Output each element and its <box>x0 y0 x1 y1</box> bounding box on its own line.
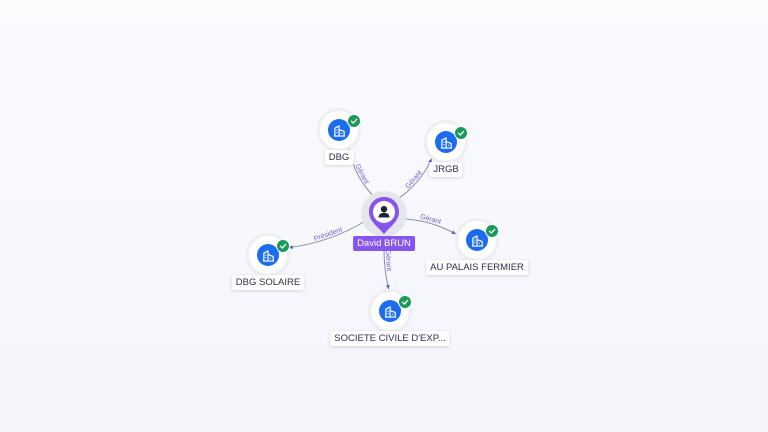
building-icon <box>333 124 345 137</box>
relation-label: Gérant <box>384 250 392 272</box>
verified-badge <box>347 114 361 128</box>
relation-label: Gérant <box>404 169 423 190</box>
check-icon <box>350 118 358 124</box>
verified-badge <box>398 295 412 309</box>
building-icon <box>471 234 483 247</box>
relation-label: Gérant <box>419 213 442 226</box>
company-icon-button[interactable] <box>458 221 496 259</box>
company-name-label[interactable]: DBG SOLAIRE <box>231 275 305 290</box>
relation-edge <box>288 219 368 249</box>
verified-badge <box>454 126 468 140</box>
company-name-label[interactable]: DBG <box>324 150 354 165</box>
check-icon <box>457 130 465 136</box>
edge-arrowhead <box>288 245 293 250</box>
verified-badge <box>485 224 499 238</box>
company-name-label[interactable]: JRGB <box>429 162 463 177</box>
person-name-label[interactable]: David BRUN <box>353 236 415 251</box>
building-icon <box>384 305 396 318</box>
edge-arrowhead <box>385 284 390 290</box>
building-icon <box>262 249 274 262</box>
check-icon <box>488 228 496 234</box>
person-icon[interactable] <box>367 196 401 236</box>
check-icon <box>401 299 409 305</box>
building-icon <box>440 136 452 149</box>
check-icon <box>279 243 287 249</box>
company-icon-button[interactable] <box>427 123 465 161</box>
edge-arrowhead <box>451 230 456 235</box>
verified-badge <box>276 239 290 253</box>
company-name-label[interactable]: SOCIETE CIVILE D'EXP... <box>330 331 450 346</box>
company-name-label[interactable]: AU PALAIS FERMIER <box>426 260 528 275</box>
